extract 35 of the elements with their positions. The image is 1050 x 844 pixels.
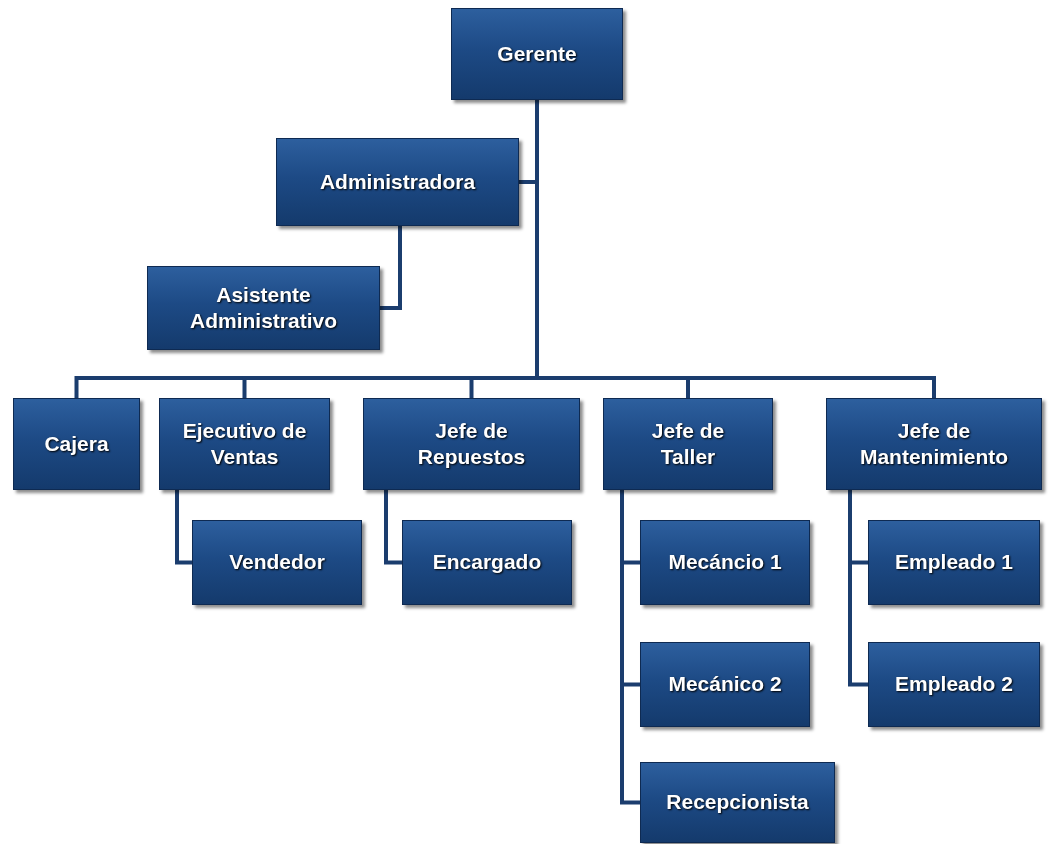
connector-line — [620, 490, 640, 805]
connector-line — [175, 490, 192, 565]
position-title: Mecánico 2 — [668, 671, 782, 698]
position-box — [826, 398, 1042, 490]
position-box — [451, 8, 623, 100]
connector-line — [380, 226, 402, 310]
position-box — [603, 398, 773, 490]
position-title: Gerente — [497, 40, 577, 67]
connector-line — [848, 490, 868, 687]
position-title: Cajera — [44, 430, 109, 457]
position-box — [640, 642, 810, 727]
position-box — [159, 398, 330, 490]
position-box — [640, 520, 810, 605]
position-title: Encargado — [432, 549, 542, 576]
connector-line — [384, 490, 402, 565]
position-title: Jefe de Taller — [650, 417, 726, 470]
position-title: Jefe de Repuestos — [416, 417, 527, 470]
position-title: Vendedor — [229, 549, 325, 576]
position-title: Empleado 2 — [895, 671, 1013, 698]
position-title: Asistente Administrativo — [189, 281, 338, 334]
position-box — [640, 762, 835, 843]
position-title: Empleado 1 — [895, 549, 1013, 576]
position-title: Mecáncio 1 — [668, 549, 782, 576]
position-title: Jefe de Mantenimiento — [858, 417, 1010, 470]
position-title: Administradora — [319, 168, 476, 195]
position-title: Ejecutivo de Ventas — [181, 417, 308, 470]
position-box — [868, 520, 1040, 605]
position-box — [868, 642, 1040, 727]
position-box — [276, 138, 519, 226]
position-title: Recepcionista — [666, 789, 809, 816]
position-box — [192, 520, 362, 605]
position-box — [13, 398, 140, 490]
position-box — [402, 520, 572, 605]
position-box — [363, 398, 580, 490]
position-box — [147, 266, 380, 350]
